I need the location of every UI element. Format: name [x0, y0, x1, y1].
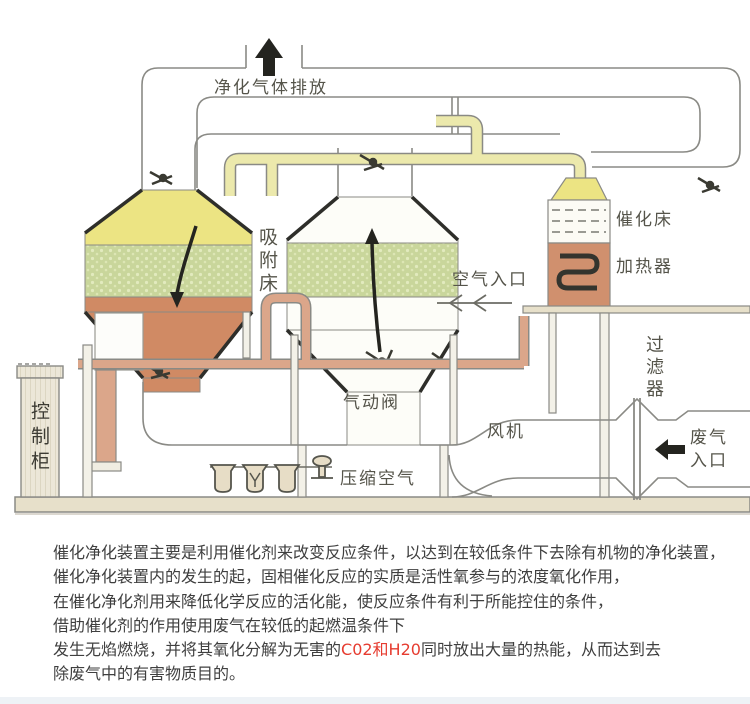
catalyst-bed-label: 催化床	[616, 210, 673, 230]
exhaust-label: 净化气体排放	[214, 78, 328, 98]
control-cabinet-label: 控制柜	[28, 401, 50, 476]
ground-platform	[14, 496, 750, 515]
bottom-strip	[0, 697, 750, 704]
heater-label: 加热器	[616, 257, 673, 277]
caption-line-5: 发生无焰燃烧，并将其氧化分解为无害的C02和H20同时放出大量的热能，从而达到去	[53, 638, 733, 662]
filter-label: 过滤器	[643, 335, 664, 401]
control-cabinet	[16, 363, 64, 498]
adsorption-bed-label: 吸附床	[256, 227, 278, 296]
down-flow-arrow	[170, 225, 198, 308]
waste-gas-arrow	[655, 439, 685, 460]
support-column	[95, 369, 117, 463]
waste-gas-label-bottom: 入口	[690, 451, 728, 471]
air-inlet-label: 空气入口	[452, 270, 528, 290]
air-inlet-nozzle	[437, 294, 512, 312]
pneumatic-valve-label: 气动阀	[343, 393, 400, 413]
waste-gas-label-top: 废气	[690, 428, 728, 448]
exhaust-arrow	[255, 38, 283, 76]
main-duct-fan-filter	[142, 382, 750, 501]
valve-icon	[697, 176, 721, 194]
filter-screen	[633, 398, 641, 500]
catalytic-column	[522, 176, 750, 498]
left-adsorption-vessel	[83, 170, 254, 472]
caption-line-1: 催化净化装置主要是利用催化剂来改变反应条件，以达到在较低条件下去除有机物的净化装…	[53, 543, 726, 562]
caption-line-3: 在催化净化剂用来降低化学反应的活化能，使反应条件有利于所能控住的条件，	[53, 591, 614, 611]
caption-line-2: 催化净化装置内的发生的起，固相催化反应的实质是活性氧参与的浓度氧化作用，	[53, 567, 630, 587]
caption-text: 催化净化装置主要是利用催化剂来改变反应条件，以达到在较低条件下去除有机物的净化装…	[53, 541, 733, 687]
caption-line-6: 除废气中的有害物质目的。	[53, 664, 246, 684]
fan-scroll	[448, 454, 493, 497]
valve-icon	[359, 153, 385, 172]
diagram-svg	[14, 38, 750, 515]
caption-line-5-suffix: 同时放出大量的热能，从而达到去	[420, 640, 661, 660]
valve-icon	[149, 170, 173, 186]
compressed-air-station	[209, 455, 333, 493]
caption-line-4: 借助催化剂的作用使用废气在较低的起燃温条件下	[53, 615, 406, 635]
up-flow-arrow	[365, 228, 382, 353]
fan-label: 风机	[487, 422, 525, 442]
middle-adsorption-vessel	[285, 153, 460, 446]
regulator-icon	[311, 455, 333, 479]
caption-line-5-highlight: C02和H20	[341, 640, 421, 660]
heater-coil-icon	[556, 253, 600, 291]
yellow-pipes	[223, 114, 587, 196]
caption-line-5-prefix: 发生无焰燃烧，并将其氧化分解为无害的	[53, 640, 342, 660]
diagram: 净化气体排放 吸附床 空气入口 催化床 加热器 过滤器 风机 废气 入口 气动阀…	[14, 38, 750, 515]
compressed-air-label: 压缩空气	[340, 469, 416, 489]
